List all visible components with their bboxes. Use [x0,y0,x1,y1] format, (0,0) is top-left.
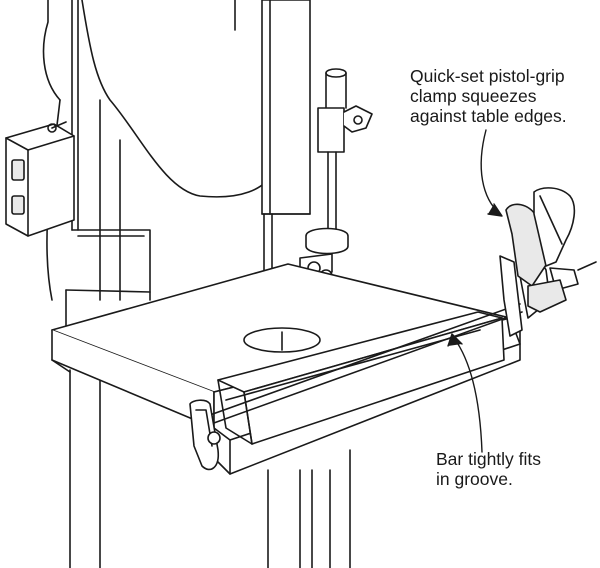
bar-callout-label: Bar tightly fits in groove. [436,449,541,489]
bar-callout-line: in groove. [436,469,513,489]
switch-box [5,121,75,237]
saw-column [42,0,351,568]
clamp-callout-line: against table edges. [410,106,567,126]
clamp-arrowhead [487,203,503,217]
guide-post [305,68,373,255]
fence-bar [217,311,505,445]
bar-callout-arrow [453,337,483,453]
clamp-callout-line: Quick-set pistol-grip [410,66,565,86]
pistol-grip-clamp [499,187,597,337]
clamp-callout-label: Quick-set pistol-grip clamp squeezes aga… [410,66,567,126]
blade-guard [261,0,311,285]
clamp-bar [195,303,523,429]
clamp-callout-line: clamp squeezes [410,86,537,106]
bar-arrowhead [447,333,463,347]
clamp-left-jaw [189,399,221,471]
callout-arrows [447,129,503,453]
wheel-cover [81,0,276,198]
bar-callout-line: Bar tightly fits [436,449,542,469]
clamp-callout-arrow [480,129,501,215]
